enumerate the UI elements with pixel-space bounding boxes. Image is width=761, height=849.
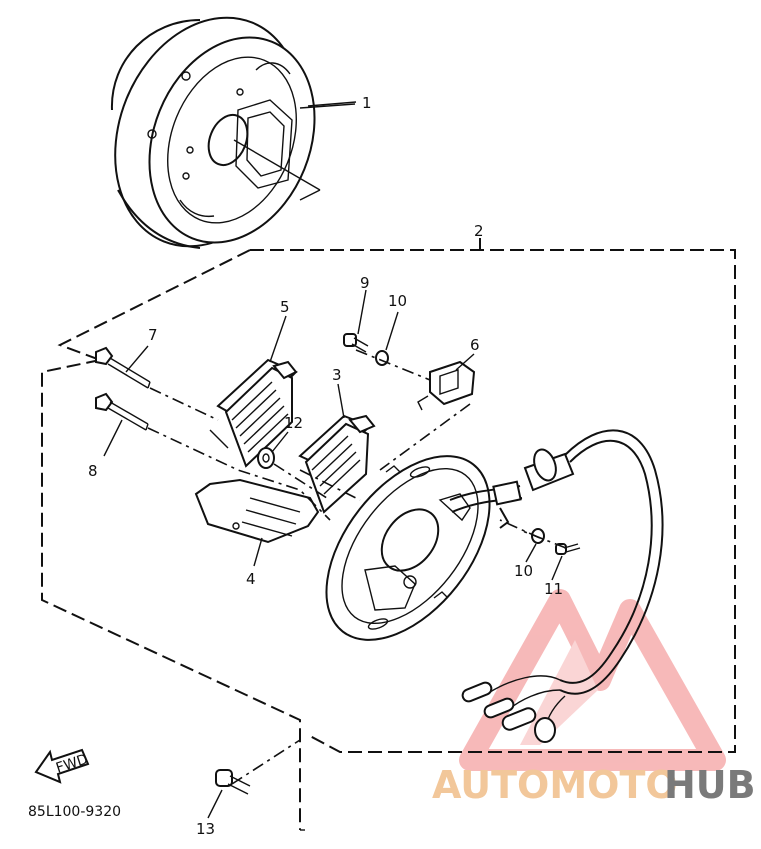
callout-1: 1 [362, 94, 372, 112]
fwd-arrow-icon: FWD [34, 748, 90, 784]
part-13-screw [215, 769, 251, 795]
part-6-connector [417, 360, 476, 411]
part-12-collar [257, 447, 275, 469]
callout-11: 11 [544, 580, 563, 598]
watermark-logo-icon [459, 589, 726, 771]
callout-4: 4 [246, 570, 256, 588]
part-1-flywheel [110, 16, 356, 249]
part-3-coil [298, 414, 376, 514]
assembly-lines [147, 349, 567, 785]
callout-10-lower: 10 [514, 562, 533, 580]
watermark-text: AUTOMOTO HUB [432, 763, 756, 807]
watermark-text-part2: HUB [664, 763, 756, 807]
callout-labels: 1 2 3 4 5 6 7 8 9 10 10 11 12 13 [88, 94, 563, 838]
part-10-washer-lower [531, 528, 545, 544]
wire-harness [449, 429, 664, 743]
part-4-pickup-coil [194, 478, 320, 544]
part-8-screw [95, 392, 149, 431]
callout-3: 3 [332, 366, 342, 384]
fwd-label: FWD [54, 751, 90, 776]
callout-8: 8 [88, 462, 98, 480]
callout-6: 6 [470, 336, 480, 354]
part-code: 85L100-9320 [28, 804, 121, 820]
part-5-coil [209, 358, 298, 468]
part-7-screw [95, 346, 151, 389]
stator-base-plate [325, 455, 491, 641]
part-9-screw [343, 333, 369, 353]
callout-9: 9 [360, 274, 370, 292]
assembly-2-boundary [41, 238, 736, 831]
callout-10-upper: 10 [388, 292, 407, 310]
callout-7: 7 [148, 326, 158, 344]
leader-lines [103, 101, 563, 819]
callout-12: 12 [284, 414, 303, 432]
callout-5: 5 [280, 298, 290, 316]
callout-2: 2 [474, 222, 484, 240]
callout-13: 13 [196, 820, 215, 838]
watermark-text-part1: AUTOMOTO [432, 763, 678, 807]
